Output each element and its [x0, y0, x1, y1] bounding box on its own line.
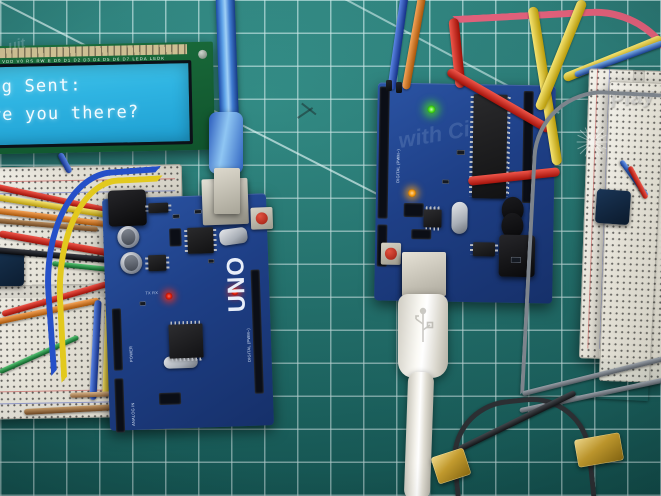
usb-connector-shell-white	[402, 252, 446, 296]
silkscreen-misc-left: TX RX	[145, 290, 159, 296]
crystal-oscillator-left	[218, 226, 249, 247]
power-header-label-left: POWER	[128, 345, 134, 363]
lcd-text-line-1: Msg Sent:	[0, 75, 82, 98]
lcd-mounting-screw	[198, 49, 208, 59]
op-amp-left	[147, 254, 167, 272]
digital-header-left[interactable]	[250, 269, 264, 394]
nrf24-module-left	[0, 250, 24, 286]
usb-interface-chip-left	[187, 227, 214, 254]
usb-cable-white-boot	[398, 294, 448, 378]
usb-cable-blue-boot	[209, 112, 243, 174]
icsp-header-left[interactable]	[158, 392, 182, 406]
digital-header-right[interactable]	[377, 86, 390, 219]
smd-component	[510, 256, 521, 263]
icsp2-header-right[interactable]	[411, 229, 432, 240]
smd-component	[194, 209, 202, 214]
dupont-connector	[386, 80, 392, 91]
voltage-regulator-left	[148, 202, 169, 214]
icsp-header-usb-left[interactable]	[169, 228, 182, 247]
usb-trident-icon	[415, 307, 434, 342]
dc-power-jack-left[interactable]	[107, 189, 147, 227]
digital-header-label-right: DIGITAL (PWM~)	[395, 148, 401, 183]
smd-component	[139, 301, 146, 306]
lcd-text-line-2: Are you there?	[0, 102, 140, 126]
digital-header-label-left: DIGITAL (PWM~)	[245, 328, 252, 362]
usb-cable-white	[403, 371, 435, 496]
electrolytic-capacitor	[119, 251, 143, 275]
smd-component	[208, 259, 215, 264]
voltage-regulator-right	[472, 242, 496, 257]
reset-button-cap-right[interactable]	[385, 247, 397, 260]
reset-button-right[interactable]	[380, 242, 402, 265]
analog-header-label-left: ANALOG IN	[130, 402, 136, 427]
tx-led-left	[165, 292, 173, 300]
board-brand-left: UNO	[222, 255, 252, 313]
coax-cable-grey	[520, 86, 661, 402]
reset-button-left[interactable]	[250, 206, 274, 230]
dupont-connector	[396, 82, 402, 93]
lcd-module: VSS VDD V0 RS RW E D0 D1 D2 D3 D4 D5 D6 …	[0, 41, 216, 155]
usb-connector-shell-blue	[214, 168, 240, 214]
icsp-header-right[interactable]	[403, 202, 424, 218]
smd-component	[172, 214, 180, 219]
arduino-uno-left: POWER ANALOG IN DIGITAL (PWM~) UNO TX RX	[102, 177, 274, 433]
smd-component	[442, 179, 450, 184]
power-led-right	[427, 105, 436, 114]
lcd-screen: Msg Sent: Are you there?	[0, 60, 193, 149]
power-header-left[interactable]	[111, 308, 123, 371]
microcontroller-left	[168, 323, 204, 359]
l-led-right	[407, 189, 417, 198]
usb-interface-chip-right	[423, 209, 442, 228]
electrolytic-capacitor	[116, 225, 140, 249]
reset-button-cap-left[interactable]	[255, 211, 269, 225]
analog-header-left[interactable]	[114, 378, 126, 433]
crystal-oscillator-right	[451, 201, 468, 235]
